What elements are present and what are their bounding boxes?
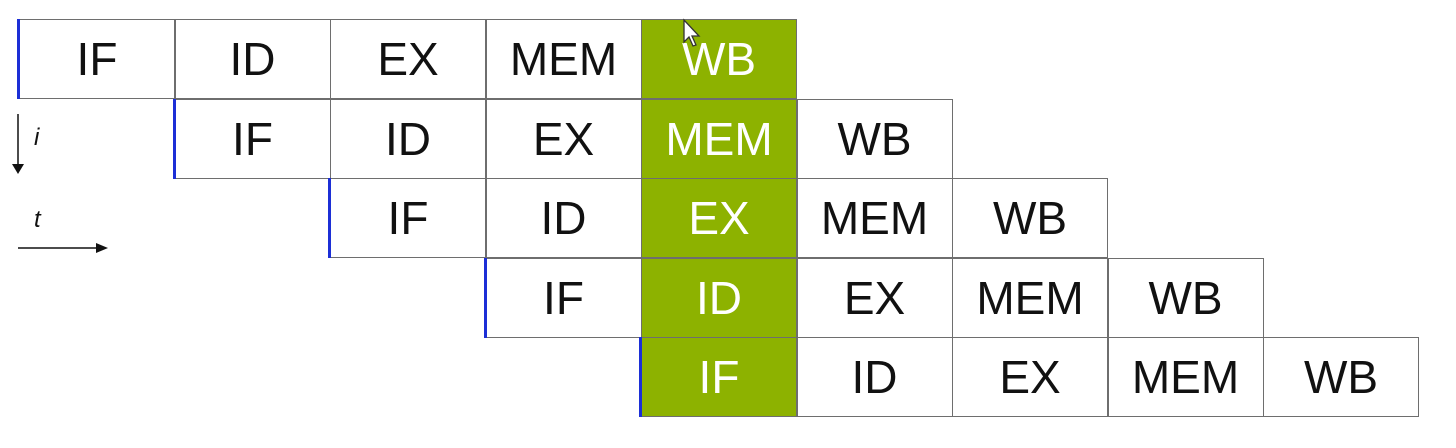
stage-cell: EX — [796, 257, 953, 338]
stage-cell: IF — [174, 98, 331, 179]
stage-cell: WB — [1263, 337, 1419, 417]
instruction-start-marker — [328, 178, 331, 258]
instruction-start-marker — [483, 257, 487, 338]
stage-cell: WB — [796, 98, 953, 179]
instruction-start-marker — [172, 98, 176, 179]
stage-cell: MEM — [485, 19, 642, 99]
stage-cell: ID — [174, 19, 331, 99]
stage-cell: MEM — [952, 257, 1108, 338]
stage-cell: WB — [641, 19, 797, 99]
instruction-start-marker — [639, 337, 642, 417]
stage-cell: EX — [952, 337, 1108, 417]
instruction-axis-label: i — [34, 124, 40, 151]
stage-cell: WB — [1107, 257, 1264, 338]
stage-cell: MEM — [796, 178, 953, 258]
stage-cell: EX — [330, 19, 486, 99]
instruction-start-marker — [17, 19, 20, 99]
stage-cell: IF — [485, 257, 642, 338]
stage-cell: IF — [19, 19, 175, 99]
stage-cell: MEM — [641, 98, 797, 179]
stage-cell: ID — [330, 98, 486, 179]
instruction-axis-arrow — [12, 114, 24, 174]
mouse-cursor-icon — [683, 18, 701, 47]
stage-cell: ID — [641, 257, 797, 338]
stage-cell: EX — [485, 98, 642, 179]
time-axis-arrow — [18, 243, 108, 253]
stage-cell: ID — [796, 337, 953, 417]
time-axis-label: t — [34, 206, 41, 233]
stage-cell: IF — [641, 337, 797, 417]
stage-cell: MEM — [1107, 337, 1264, 417]
stage-cell: ID — [485, 178, 642, 258]
stage-cell: EX — [641, 178, 797, 258]
stage-cell: WB — [952, 178, 1108, 258]
stage-cell: IF — [330, 178, 486, 258]
